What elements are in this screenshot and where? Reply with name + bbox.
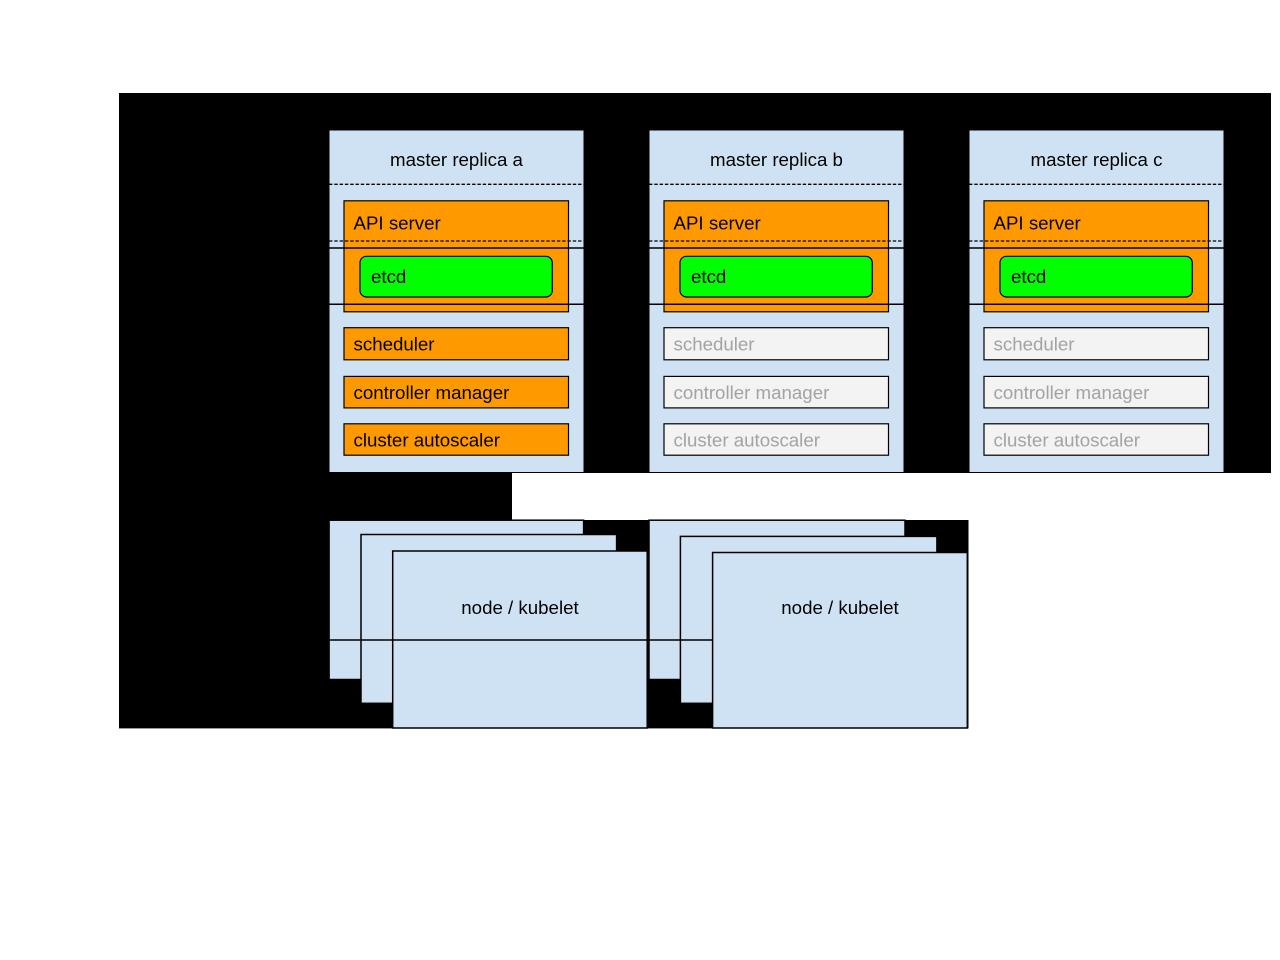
svg-text:master replica c: master replica c xyxy=(1031,149,1163,170)
svg-text:etcd: etcd xyxy=(691,266,726,287)
svg-text:API server: API server xyxy=(994,213,1081,234)
svg-text:scheduler: scheduler xyxy=(994,333,1075,354)
svg-text:cluster autoscaler: cluster autoscaler xyxy=(674,429,820,450)
svg-text:master replica a: master replica a xyxy=(390,149,524,170)
svg-text:API server: API server xyxy=(354,213,441,234)
svg-text:cluster autoscaler: cluster autoscaler xyxy=(994,429,1140,450)
svg-text:controller manager: controller manager xyxy=(674,382,830,403)
svg-text:etcd: etcd xyxy=(371,266,406,287)
svg-text:controller manager: controller manager xyxy=(994,382,1150,403)
svg-text:master replica b: master replica b xyxy=(710,149,843,170)
svg-text:controller manager: controller manager xyxy=(354,382,510,403)
svg-text:cluster autoscaler: cluster autoscaler xyxy=(354,429,500,450)
svg-text:API server: API server xyxy=(674,213,761,234)
svg-text:node / kubelet: node / kubelet xyxy=(461,597,579,618)
svg-text:scheduler: scheduler xyxy=(354,333,435,354)
svg-text:scheduler: scheduler xyxy=(674,333,755,354)
svg-text:node / kubelet: node / kubelet xyxy=(781,597,899,618)
svg-text:etcd: etcd xyxy=(1011,266,1046,287)
